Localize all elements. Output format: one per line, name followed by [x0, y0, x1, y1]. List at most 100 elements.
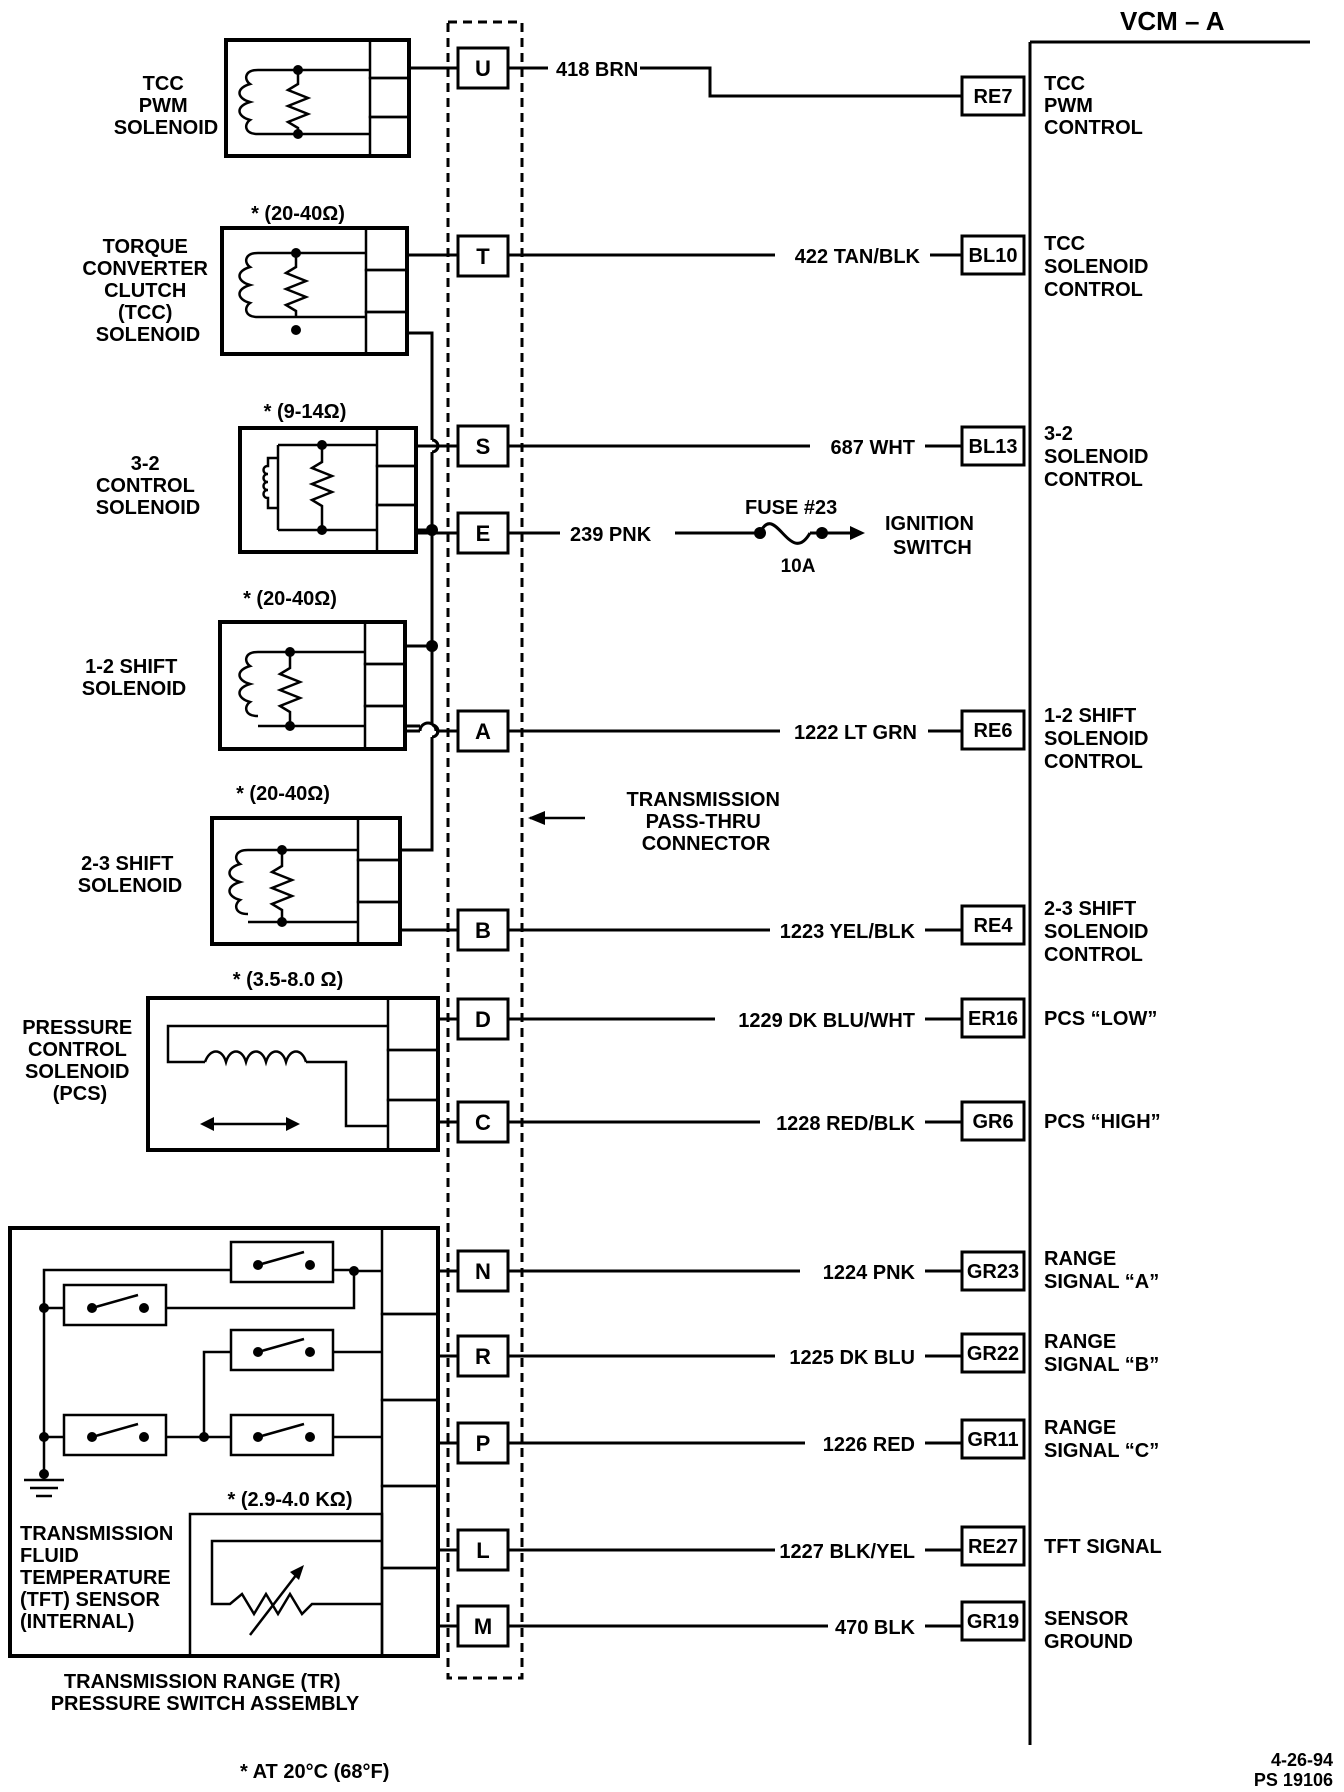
- vcm-pin-label: RE7: [974, 86, 1013, 108]
- vcm-pin-re27: [960, 1525, 1026, 1567]
- wire-label: 1229 DK BLU/WHT: [738, 1010, 915, 1032]
- vcm-pin-gr11: [960, 1418, 1026, 1460]
- vcm-function-label: RANGE SIGNAL “A”: [1044, 1248, 1159, 1293]
- ignition-switch-label: IGNITION SWITCH: [885, 513, 979, 559]
- circuit-row-r: R 1225 DK BLU GR22 RANGE SIGNAL “B”: [437, 1331, 1159, 1378]
- vcm-pin-re6: [960, 709, 1026, 751]
- circuit-row-m: M 470 BLK GR19 SENSOR GROUND: [437, 1600, 1134, 1653]
- component-label: TORQUE CONVERTER CLUTCH (TCC) SOLENOID: [82, 236, 213, 346]
- tcc-pwm-solenoid: TCC PWM SOLENOID: [114, 38, 411, 158]
- wire-label: 1222 LT GRN: [794, 722, 917, 744]
- vcm-pin-label: RE27: [968, 1536, 1018, 1558]
- pin-label: D: [475, 1007, 491, 1032]
- reference-code: PS 19106: [1254, 1770, 1333, 1790]
- pin-label: T: [476, 244, 490, 269]
- pin-label: R: [475, 1344, 491, 1369]
- 2-3-shift-solenoid: * (20-40Ω) 2-3 SHIFT SOLENOID: [78, 783, 402, 946]
- pin-l: [456, 1528, 510, 1572]
- fuse-element: [758, 522, 812, 545]
- circuit-row-l: L 1227 BLK/YEL RE27 TFT SIGNAL: [437, 1525, 1162, 1572]
- component-label: PRESSURE CONTROL SOLENOID (PCS): [22, 1017, 138, 1105]
- vcm-pin-label: GR11: [967, 1429, 1018, 1451]
- pin-label: U: [475, 56, 491, 81]
- vcm-pin-label: BL13: [969, 436, 1018, 458]
- vcm-pin-label: RE4: [974, 915, 1014, 937]
- pin-label: S: [476, 434, 491, 459]
- circuit-row-d: D 1229 DK BLU/WHT ER16 PCS “LOW”: [437, 997, 1157, 1041]
- pin-label: A: [475, 719, 491, 744]
- vcm-pin-label: GR19: [967, 1611, 1019, 1633]
- pin-m: [456, 1604, 510, 1648]
- vcm-pin-gr19: [960, 1600, 1026, 1642]
- pressure-control-solenoid: * (3.5-8.0 Ω) PRESSURE CONTROL SOLENOID …: [22, 969, 440, 1152]
- vcm-function-label: PCS “LOW”: [1044, 1008, 1157, 1030]
- vcm-pin-label: GR6: [972, 1111, 1013, 1133]
- wire-label: 687 WHT: [831, 437, 915, 459]
- pin-r: [456, 1334, 510, 1378]
- vcm-function-label: 2-3 SHIFT SOLENOID CONTROL: [1044, 898, 1154, 966]
- pin-label: E: [476, 521, 491, 546]
- wire-label: 239 PNK: [570, 524, 652, 546]
- pass-thru-arrow-head: [528, 811, 545, 825]
- resistance-label: * (20-40Ω): [243, 588, 337, 610]
- pin-label: B: [475, 918, 491, 943]
- vcm-function-label: 1-2 SHIFT SOLENOID CONTROL: [1044, 705, 1154, 773]
- circuit-row-c: C 1228 RED/BLK GR6 PCS “HIGH”: [437, 1100, 1161, 1144]
- tr-pressure-switch-assembly: * (2.9-4.0 KΩ) TRANSMISSION FLUID TEMPER…: [8, 1226, 440, 1658]
- vcm-function-label: PCS “HIGH”: [1044, 1111, 1161, 1133]
- pin-d: [456, 997, 510, 1041]
- vcm-function-label: SENSOR GROUND: [1044, 1608, 1134, 1653]
- thermistor-arrow: [249, 1569, 301, 1636]
- vcm-pin-gr22: [960, 1332, 1026, 1374]
- solenoid-power-bus: [400, 331, 440, 852]
- circuit-row-n: N 1224 PNK GR23 RANGE SIGNAL “A”: [437, 1248, 1159, 1293]
- vcm-title: VCM – A: [1120, 6, 1225, 36]
- component-label: TCC PWM SOLENOID: [114, 73, 218, 139]
- wire-label: 470 BLK: [835, 1617, 916, 1639]
- component-label: 1-2 SHIFT SOLENOID: [82, 656, 186, 700]
- wire-label: 1224 PNK: [823, 1262, 916, 1284]
- vcm-function-label: 3-2 SOLENOID CONTROL: [1044, 423, 1154, 491]
- vcm-function-label: TCC SOLENOID CONTROL: [1044, 233, 1154, 301]
- pin-label: N: [475, 1259, 491, 1284]
- pin-c: [456, 1100, 510, 1144]
- component-label: 2-3 SHIFT SOLENOID: [78, 853, 182, 897]
- vcm-pin-re7: [960, 75, 1026, 117]
- vcm-pin-gr23: [960, 1250, 1026, 1292]
- wire-label: 1226 RED: [823, 1434, 915, 1456]
- circuit-row-e: E 239 PNK FUSE #23 10A IGNITION SWITCH: [410, 497, 979, 577]
- fuse-label: FUSE #23: [745, 497, 837, 519]
- circuit-row-b: B 1223 YEL/BLK RE4 2-3 SHIFT SOLENOID CO…: [400, 898, 1154, 966]
- tr-assembly-label: TRANSMISSION RANGE (TR) PRESSURE SWITCH …: [51, 1671, 360, 1715]
- vcm-function-label: TFT SIGNAL: [1044, 1536, 1162, 1558]
- resistance-label: * (3.5-8.0 Ω): [233, 969, 344, 991]
- vcm-pin-label: ER16: [968, 1008, 1018, 1030]
- resistance-label: * (9-14Ω): [264, 401, 347, 423]
- pin-label: P: [476, 1431, 491, 1456]
- circuit-row-s: S 687 WHT BL13 3-2 SOLENOID CONTROL: [410, 423, 1154, 491]
- pin-t: [456, 234, 510, 278]
- pin-p: [456, 1421, 510, 1465]
- 1-2-shift-solenoid: * (20-40Ω) 1-2 SHIFT SOLENOID: [82, 588, 407, 751]
- vcm-pin-label: GR23: [967, 1261, 1019, 1283]
- vcm-pin-bl13: [960, 425, 1026, 467]
- vcm-pin-gr6: [960, 1100, 1026, 1142]
- circuit-row-p: P 1226 RED GR11 RANGE SIGNAL “C”: [437, 1417, 1159, 1465]
- pin-label: L: [476, 1538, 489, 1563]
- resistance-label: * (2.9-4.0 KΩ): [228, 1489, 353, 1511]
- fuse-arrow-head: [850, 526, 865, 540]
- resistance-label: * (20-40Ω): [236, 783, 330, 805]
- tft-sensor-label: TRANSMISSION FLUID TEMPERATURE (TFT) SEN…: [20, 1523, 179, 1633]
- pin-n: [456, 1249, 510, 1293]
- vcm-function-label: TCC PWM CONTROL: [1044, 73, 1143, 139]
- wire-label: 1227 BLK/YEL: [779, 1541, 915, 1563]
- wire-label: 1225 DK BLU: [789, 1347, 915, 1369]
- vcm-function-label: RANGE SIGNAL “B”: [1044, 1331, 1159, 1376]
- pin-e: [456, 511, 510, 555]
- vcm-pin-re4: [960, 904, 1026, 946]
- component-label: 3-2 CONTROL SOLENOID: [96, 453, 200, 519]
- vcm-pin-label: GR22: [967, 1343, 1019, 1365]
- fuse-rating: 10A: [781, 556, 816, 577]
- resistance-label: * (20-40Ω): [251, 203, 345, 225]
